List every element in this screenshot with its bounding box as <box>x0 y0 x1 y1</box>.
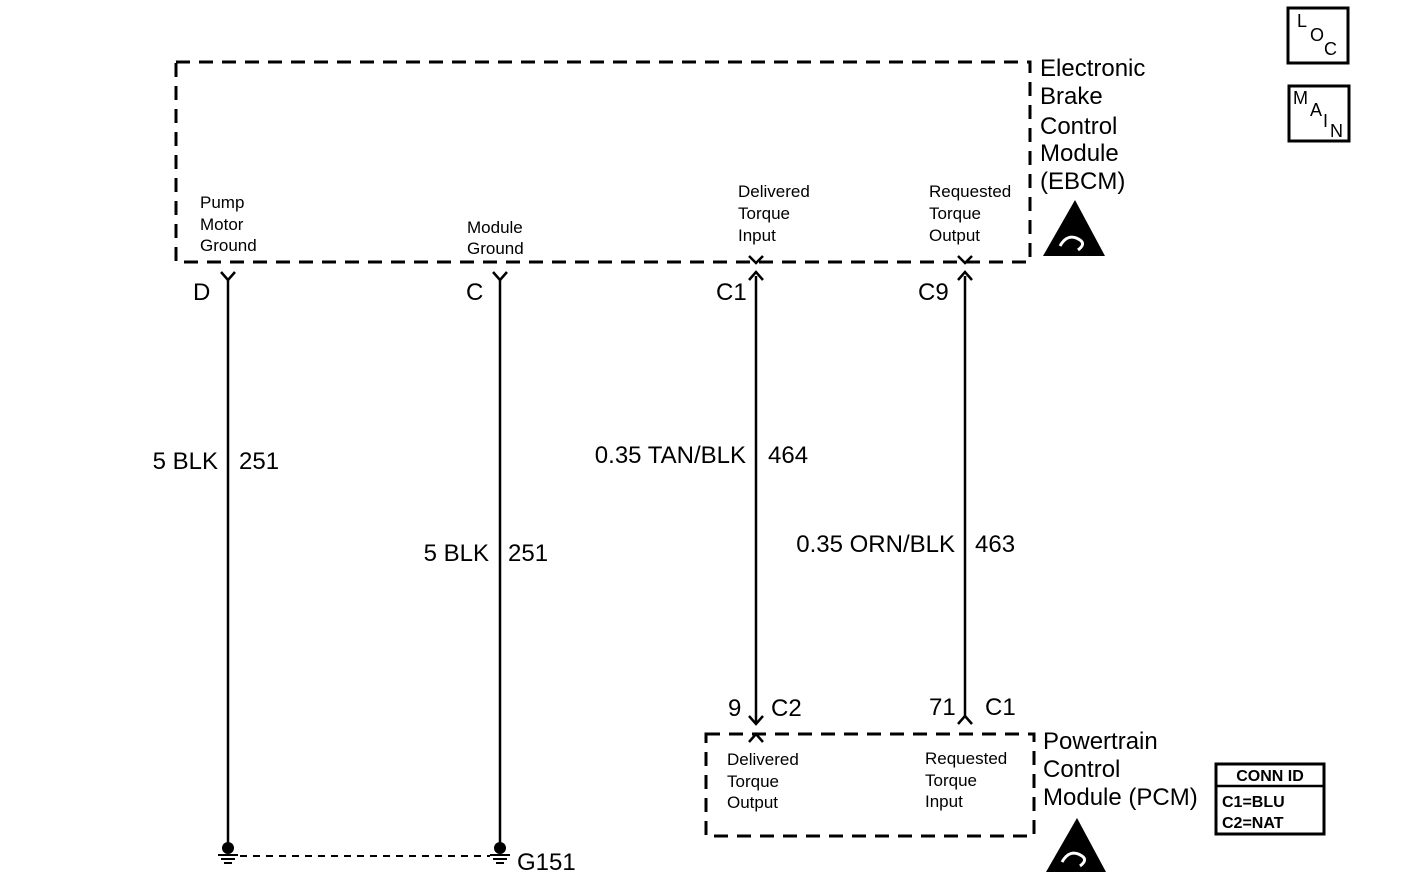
main-badge-letter: I <box>1323 111 1328 131</box>
pcm-pin-number-71: 71 <box>929 694 956 721</box>
ground-label-g151: G151 <box>517 849 576 876</box>
main-badge-letter: N <box>1330 121 1343 141</box>
esd-warning-icon <box>1043 200 1105 256</box>
ground-symbol <box>490 842 510 864</box>
wire-color-label-d: 5 BLK <box>153 448 218 475</box>
conn-id-line: C2=NAT <box>1222 815 1284 832</box>
circuit-number-464: 464 <box>768 442 808 469</box>
main-badge[interactable]: M A I N <box>1287 84 1351 143</box>
main-badge-letter: A <box>1310 100 1322 120</box>
main-badge-letter: M <box>1293 88 1308 108</box>
esd-warning-icon <box>1046 818 1106 872</box>
pcm-pin-label-requested-torque-input: Requested Torque Input <box>925 749 1012 811</box>
loc-badge[interactable]: L O C <box>1286 6 1350 65</box>
ebcm-name: Electronic Brake Control Module (EBCM) <box>1040 55 1152 195</box>
connector-symbol-pcm-71 <box>957 714 973 725</box>
pcm-connector-c1: C1 <box>985 694 1016 721</box>
pcm-connector-c2: C2 <box>771 695 802 722</box>
circuit-number-c: 251 <box>508 540 548 567</box>
conn-id-title: CONN ID <box>1236 768 1304 785</box>
pin-number-c: C <box>466 279 483 306</box>
ebcm-pin-label-delivered-torque-input: Delivered Torque Input <box>738 182 815 245</box>
conn-id-box: CONN ID C1=BLU C2=NAT <box>1214 762 1326 836</box>
loc-badge-letter: C <box>1324 39 1337 59</box>
pcm-pin-number-9: 9 <box>728 695 741 722</box>
pcm-pin-label-delivered-torque-output: Delivered Torque Output <box>727 750 804 812</box>
ebcm-box <box>174 60 1032 264</box>
wire-color-label-c: 5 BLK <box>424 540 489 567</box>
loc-badge-letter: L <box>1297 11 1307 31</box>
conn-id-line: C1=BLU <box>1222 794 1285 811</box>
wire-color-label-464: 0.35 TAN/BLK <box>595 442 746 469</box>
connector-symbol-c9 <box>957 255 973 281</box>
pin-number-c1: C1 <box>716 279 747 306</box>
circuit-number-463: 463 <box>975 531 1015 558</box>
circuit-number-d: 251 <box>239 448 279 475</box>
pin-number-c9: C9 <box>918 279 949 306</box>
ebcm-pin-label-module-ground: Module Ground <box>467 218 528 258</box>
ebcm-pin-label-pump-motor-ground: Pump Motor Ground <box>200 193 257 255</box>
pin-number-d: D <box>193 279 210 306</box>
connector-symbol-c1-ebcm <box>748 255 764 281</box>
loc-badge-letter: O <box>1310 25 1324 45</box>
wire-color-label-463: 0.35 ORN/BLK <box>796 531 955 558</box>
ebcm-pin-label-requested-torque-output: Requested Torque Output <box>929 182 1016 245</box>
pcm-name: Powertrain Control Module (PCM) <box>1043 728 1198 811</box>
pcm-box <box>704 732 1036 838</box>
ground-symbol <box>218 842 238 864</box>
